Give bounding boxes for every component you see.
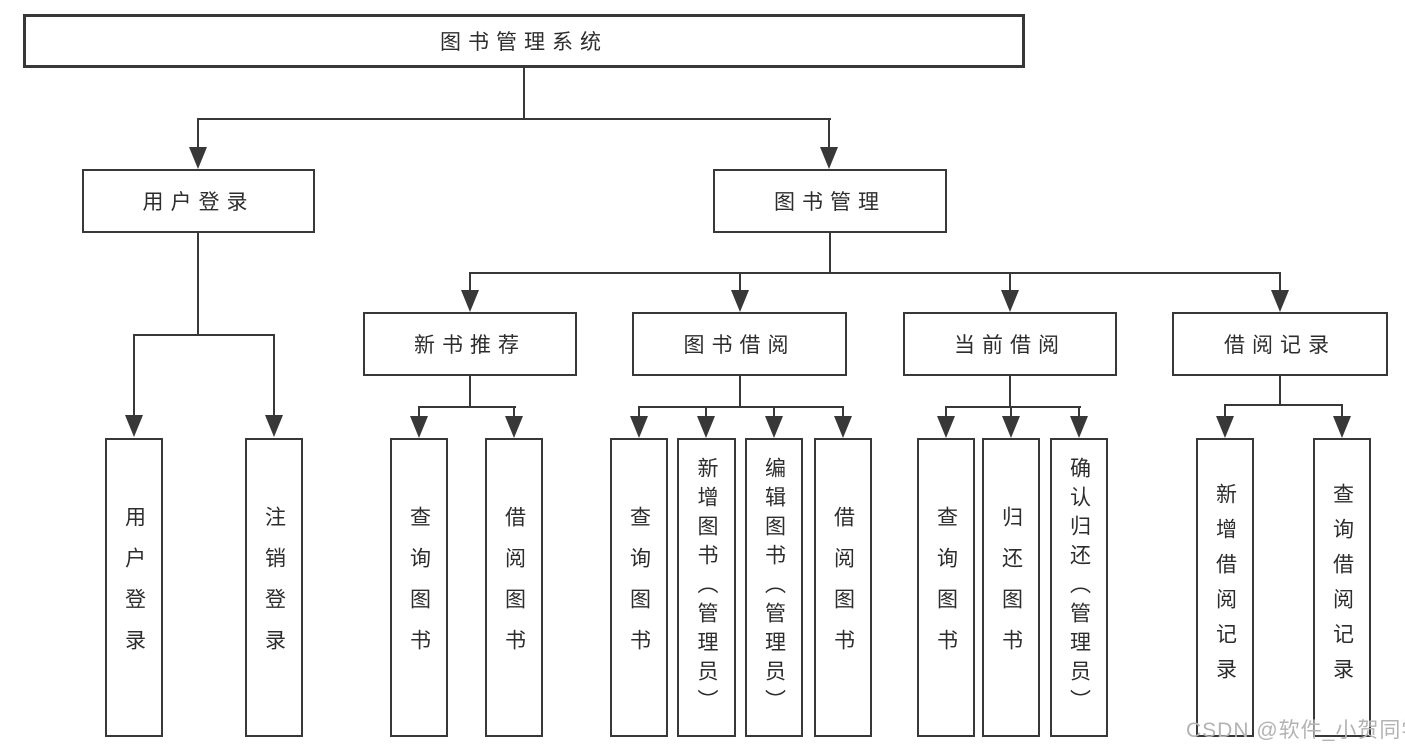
arrow-down-icon	[1001, 290, 1019, 312]
arrow-down-icon	[834, 416, 852, 438]
node-root-label: 图书管理系统	[440, 31, 608, 54]
edge-stub	[513, 406, 515, 418]
leaf-label: 查询图书	[627, 505, 651, 670]
edge-book-management-stem	[829, 231, 831, 274]
arrow-down-icon	[1002, 416, 1020, 438]
edge-stub	[773, 406, 775, 418]
leaf-label: 新增图书（管理员）	[695, 457, 718, 718]
leaf-user-login-label: 用户登录	[122, 505, 146, 670]
edge-book-borrow-split	[638, 406, 844, 408]
edge-to-leaf-logout	[273, 334, 275, 416]
node-user-login-label: 用户登录	[142, 191, 255, 214]
edge-to-book-management	[828, 118, 830, 148]
node-root: 图书管理系统	[23, 14, 1025, 68]
arrow-down-icon	[937, 416, 955, 438]
edge-to-borrow-records	[1279, 272, 1281, 292]
edge-stub	[418, 406, 420, 418]
leaf-logout: 注销登录	[245, 438, 303, 737]
edge-stub	[1078, 406, 1080, 418]
arrow-down-icon	[265, 415, 283, 437]
edge-stub	[705, 406, 707, 418]
arrow-down-icon	[461, 290, 479, 312]
leaf-logout-label: 注销登录	[262, 505, 286, 670]
leaf-user-login: 用户登录	[105, 438, 163, 737]
csdn-watermark: CSDN @软件_小贺同学	[1186, 719, 1405, 742]
leaf-query-books-recommend: 查询图书	[390, 438, 448, 737]
node-borrow-records-label: 借阅记录	[1224, 334, 1336, 357]
edge-borrow-records-split	[1224, 404, 1343, 406]
leaf-label: 借阅图书	[502, 505, 526, 670]
edge-book-management-split	[469, 272, 1281, 274]
leaf-add-books-admin: 新增图书（管理员）	[677, 438, 736, 737]
edge-user-login-split	[133, 334, 275, 336]
leaf-borrow-books-recommend: 借阅图书	[485, 438, 543, 737]
arrow-down-icon	[1216, 416, 1234, 438]
edge-current-borrow-split	[945, 406, 1081, 408]
arrow-down-icon	[630, 416, 648, 438]
edge-to-user-login	[197, 118, 199, 148]
arrow-down-icon	[765, 416, 783, 438]
leaf-label: 借阅图书	[831, 505, 855, 670]
edge-to-leaf-login	[133, 334, 135, 416]
edge-book-borrow-stem	[739, 374, 741, 408]
edge-to-book-borrow	[739, 272, 741, 292]
edge-stub	[1341, 404, 1343, 418]
leaf-edit-books-admin: 编辑图书（管理员）	[745, 438, 803, 737]
leaf-add-borrow-record: 新增借阅记录	[1196, 438, 1254, 737]
arrow-down-icon	[1271, 290, 1289, 312]
leaf-borrow-books: 借阅图书	[814, 438, 872, 737]
node-book-borrow: 图书借阅	[632, 312, 847, 376]
arrow-down-icon	[820, 147, 838, 169]
edge-new-book-stem	[469, 374, 471, 408]
edge-new-book-split	[418, 406, 516, 408]
node-current-borrow: 当前借阅	[903, 312, 1117, 376]
edge-stub	[1010, 406, 1012, 418]
edge-stub	[842, 406, 844, 418]
leaf-query-books-borrow: 查询图书	[610, 438, 668, 737]
leaf-query-borrow-record: 查询借阅记录	[1313, 438, 1371, 737]
node-book-borrow-label: 图书借阅	[683, 334, 796, 357]
arrow-down-icon	[410, 416, 428, 438]
edge-to-current-borrow	[1009, 272, 1011, 292]
node-book-management: 图书管理	[713, 169, 947, 233]
leaf-label: 查询图书	[934, 505, 958, 670]
node-book-management-label: 图书管理	[774, 191, 886, 214]
arrow-down-icon	[125, 415, 143, 437]
arrow-down-icon	[731, 290, 749, 312]
node-new-book-recommend-label: 新书推荐	[414, 334, 526, 357]
arrow-down-icon	[1333, 416, 1351, 438]
edge-stub	[1224, 404, 1226, 418]
edge-current-borrow-stem	[1009, 374, 1011, 408]
node-new-book-recommend: 新书推荐	[363, 312, 577, 376]
node-borrow-records: 借阅记录	[1172, 312, 1388, 376]
leaf-label: 查询借阅记录	[1330, 482, 1354, 693]
leaf-label: 确认归还（管理员）	[1067, 457, 1091, 718]
edge-to-new-book	[469, 272, 471, 292]
node-user-login: 用户登录	[82, 169, 315, 233]
edge-stub	[638, 406, 640, 418]
edge-stub	[945, 406, 947, 418]
arrow-down-icon	[189, 147, 207, 169]
node-current-borrow-label: 当前借阅	[954, 334, 1066, 357]
arrow-down-icon	[505, 416, 523, 438]
edge-root-split	[197, 118, 831, 120]
leaf-label: 编辑图书（管理员）	[762, 457, 786, 718]
edge-root-stem	[523, 66, 525, 119]
leaf-label: 查询图书	[407, 505, 431, 670]
edge-borrow-records-stem	[1279, 374, 1281, 406]
arrow-down-icon	[697, 416, 715, 438]
leaf-confirm-return-admin: 确认归还（管理员）	[1050, 438, 1108, 737]
leaf-query-books-current: 查询图书	[917, 438, 975, 737]
leaf-return-books: 归还图书	[982, 438, 1040, 737]
arrow-down-icon	[1070, 416, 1088, 438]
leaf-label: 归还图书	[999, 505, 1023, 670]
leaf-label: 新增借阅记录	[1213, 482, 1237, 693]
edge-user-login-stem	[197, 231, 199, 336]
